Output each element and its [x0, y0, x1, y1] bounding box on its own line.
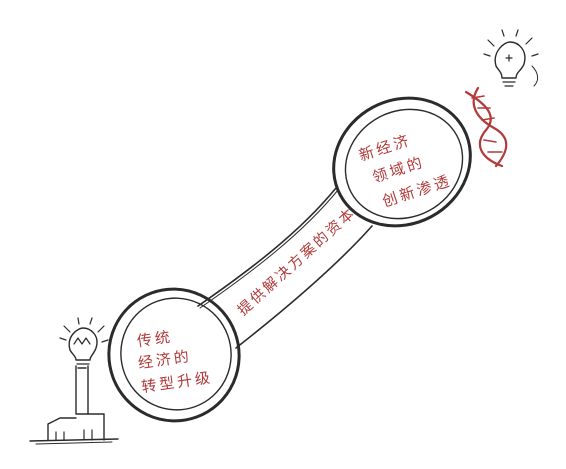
bottom-circle-line-2: 经济的 [137, 347, 193, 372]
lightbulb-icon [59, 317, 109, 365]
connector-band [197, 187, 373, 349]
connector-label: 提供解决方案的资本 [234, 203, 360, 319]
bottom-circle-line-3: 转型升级 [140, 368, 214, 396]
bottom-circle-line-1: 传统 [136, 327, 174, 350]
top-circle [332, 96, 472, 228]
factory-icon [29, 365, 119, 445]
lightbulb-icon [483, 29, 539, 87]
bottom-circle [107, 287, 241, 423]
dna-icon [464, 86, 508, 168]
